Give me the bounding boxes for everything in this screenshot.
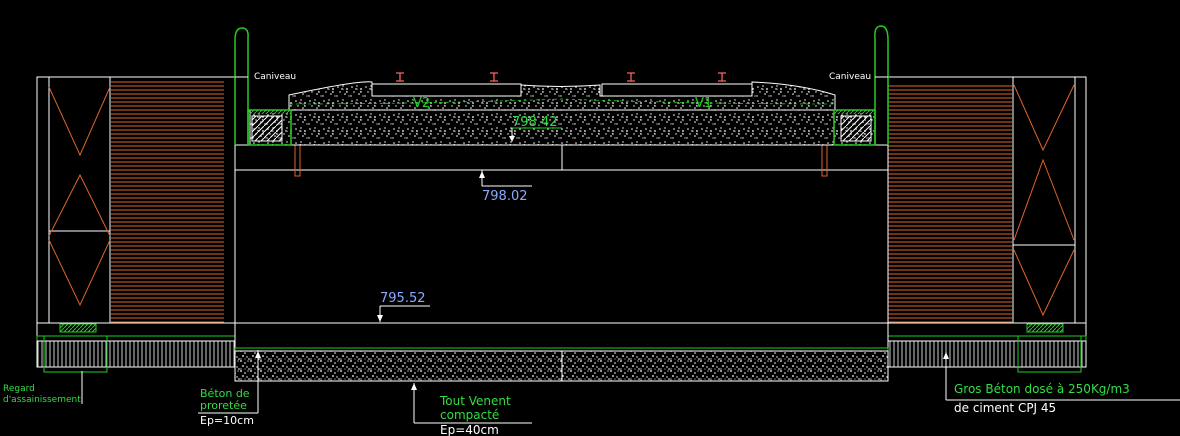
caniveau-right-label: Caniveau <box>829 72 871 82</box>
level-label-top: 798.42 <box>512 115 558 130</box>
left-embankment <box>36 76 236 324</box>
right-embankment <box>887 76 1087 324</box>
right-wall <box>833 25 889 146</box>
central-structure <box>234 144 889 382</box>
beton-thickness: Ep=10cm <box>200 414 254 427</box>
regard-label-line1: Regard <box>3 384 35 394</box>
gros-beton-callout: Gros Béton dosé à 250Kg/m3 de ciment CPJ… <box>943 352 1180 415</box>
tout-venant-callout: Tout Venent compacté Ep=40cm <box>411 383 532 436</box>
tout-venant-label-line1: Tout Venent <box>439 394 511 408</box>
drainage-base-right <box>887 322 1087 373</box>
gros-beton-label-line1: Gros Béton dosé à 250Kg/m3 <box>954 382 1130 396</box>
beton-label-line1: Béton de <box>200 387 250 400</box>
drainage-base-left <box>36 322 236 373</box>
level-marker-798-42: 798.42 <box>509 115 562 142</box>
left-wall <box>234 27 292 146</box>
level-label-slab: 798.02 <box>482 189 528 204</box>
level-marker-795-52: 795.52 <box>377 291 430 322</box>
beton-label-line2: proretée <box>200 399 247 412</box>
level-marker-798-02: 798.02 <box>479 170 532 204</box>
level-label-bottom: 795.52 <box>380 291 426 306</box>
tout-venant-label-line2: compacté <box>440 408 499 422</box>
track-v1-label: V1 <box>695 96 712 111</box>
regard-callout: Regard d'assainissement <box>3 371 83 405</box>
beton-callout: Béton de proretée Ep=10cm <box>198 350 261 427</box>
caniveau-left-label: Caniveau <box>254 72 296 82</box>
regard-label-line2: d'assainissement <box>3 395 81 405</box>
track-v2-label: V2 <box>413 96 430 111</box>
track-bed <box>249 72 876 146</box>
gros-beton-label-line2: de ciment CPJ 45 <box>954 401 1056 415</box>
tout-venant-thickness: Ep=40cm <box>440 423 499 436</box>
